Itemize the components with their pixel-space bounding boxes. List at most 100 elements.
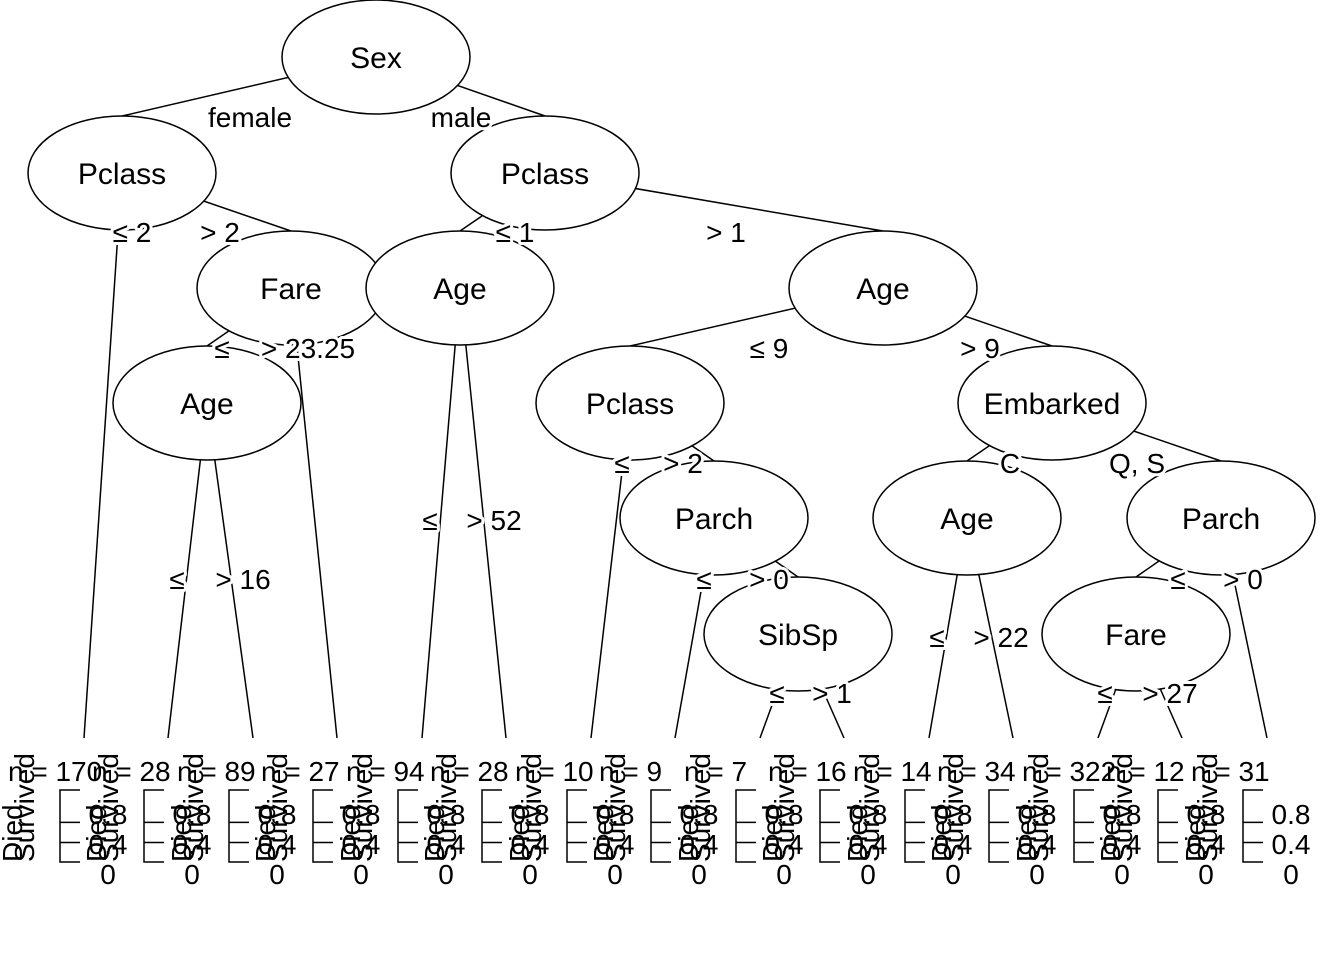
terminal-category-label-died: Died xyxy=(166,804,197,862)
terminal-n-label: n = 170 xyxy=(8,756,102,787)
node-variable-label: Age xyxy=(940,503,993,536)
terminal-category-label-survived: Survived xyxy=(685,753,716,862)
terminal-category-label-survived: Survived xyxy=(938,753,969,862)
terminal-axis-tick: 0.8 xyxy=(342,799,381,830)
node-variable-label: Fare xyxy=(260,273,322,306)
edge-n4-t4 xyxy=(290,287,338,739)
edge-label-n12-n14: ≤ xyxy=(1170,564,1185,595)
terminal-n-label: n = 28 xyxy=(430,756,509,787)
terminal-bar-frame xyxy=(397,789,418,863)
node-variable-label: Age xyxy=(433,273,486,306)
terminal-category-label-survived: Survived xyxy=(769,753,800,862)
terminal-category-label-survived: Survived xyxy=(262,753,293,862)
tree-node-n10: Parch xyxy=(619,460,809,576)
terminal-axis-tick: 0.4 xyxy=(173,829,212,860)
terminal-category-label-died: Died xyxy=(588,804,619,862)
node-ellipse xyxy=(872,460,1062,576)
terminal-axis-tick: 0 xyxy=(776,859,792,890)
edge-label-n2-n4: > 2 xyxy=(200,217,240,248)
tree-node-n9: Embarked xyxy=(957,345,1147,461)
terminal-axis-tick: 0.4 xyxy=(427,829,466,860)
edge-label-n11-t11: ≤ xyxy=(929,622,944,653)
node-variable-label: Parch xyxy=(1182,503,1260,536)
terminal-category-label-died: Died xyxy=(757,804,788,862)
node-ellipse xyxy=(281,0,471,115)
tree-node-n5: Age xyxy=(112,345,302,461)
terminal-category-label-survived: Survived xyxy=(93,753,124,862)
node-variable-label: Pclass xyxy=(586,388,674,421)
edge-n6-t5 xyxy=(421,287,461,739)
edge-label-n7-n9: > 9 xyxy=(960,333,1000,364)
terminal-bar-frame xyxy=(735,789,756,863)
terminal-axis-tick: 0.4 xyxy=(934,829,973,860)
edge-n2-t1 xyxy=(83,172,123,739)
edge-label-n8-t7: ≤ xyxy=(614,448,629,479)
terminal-axis-tick: 0 xyxy=(1114,859,1130,890)
terminal-category-label-died: Died xyxy=(1011,804,1042,862)
edge-label-n9-n12: Q, S xyxy=(1109,448,1165,479)
terminal-axis-tick: 0 xyxy=(1198,859,1214,890)
edge-label-n3-n6: ≤ 1 xyxy=(496,217,535,248)
terminal-bar-frame xyxy=(819,789,840,863)
terminal-axis-tick: 0 xyxy=(860,859,876,890)
edge-label-n8-n10: > 2 xyxy=(663,448,703,479)
terminal-axis-tick: 0 xyxy=(100,859,116,890)
terminal-bar-frame xyxy=(650,789,671,863)
terminal-axis-tick: 0.4 xyxy=(1103,829,1142,860)
terminal-axis-tick: 0.4 xyxy=(765,829,804,860)
tree-node-n4: Fare xyxy=(196,230,386,346)
terminal-axis-tick: 0.4 xyxy=(342,829,381,860)
edge-label-n10-t8: ≤ xyxy=(696,564,711,595)
terminal-category-label-survived: Survived xyxy=(431,753,462,862)
terminal-category-label-survived: Survived xyxy=(1023,753,1054,862)
node-ellipse xyxy=(1126,460,1316,576)
terminal-axis-tick: 0.8 xyxy=(1018,799,1057,830)
node-ellipse xyxy=(27,115,217,231)
terminal-bar-frame xyxy=(904,789,925,863)
terminal-category-label-died: Died xyxy=(504,804,535,862)
terminal-category-label-died: Died xyxy=(335,804,366,862)
edge-label-n6-t6: > 52 xyxy=(466,505,521,536)
terminal-axis-tick: 0.8 xyxy=(173,799,212,830)
tree-node-n14: Fare xyxy=(1041,576,1231,692)
terminal-n-label: n = 10 xyxy=(515,756,594,787)
tree-node-n2: Pclass xyxy=(27,115,217,231)
terminal-bar-frame xyxy=(59,789,80,863)
terminal-axis-tick: 0.4 xyxy=(1018,829,1057,860)
terminal-bar-frame xyxy=(143,789,164,863)
terminal-category-label-survived: Survived xyxy=(9,753,40,862)
edge-label-n14-t14: > 27 xyxy=(1142,678,1197,709)
terminal-category-label-died: Died xyxy=(926,804,957,862)
edge-label-n2-t1: ≤ 2 xyxy=(113,217,152,248)
edge-label-n3-n7: > 1 xyxy=(706,217,746,248)
node-variable-label: Sex xyxy=(350,42,402,75)
terminal-category-label-died: Died xyxy=(419,804,450,862)
terminal-bar-frame xyxy=(1242,789,1263,863)
terminal-axis-tick: 0 xyxy=(184,859,200,890)
node-variable-label: Embarked xyxy=(984,388,1121,421)
node-variable-label: Pclass xyxy=(78,158,166,191)
terminal-n-label: n = 14 xyxy=(853,756,932,787)
node-ellipse xyxy=(1041,576,1231,692)
terminal-bar-frame xyxy=(481,789,502,863)
terminal-axis-tick: 0 xyxy=(522,859,538,890)
terminal-bar-frame xyxy=(1157,789,1178,863)
terminal-category-label-died: Died xyxy=(250,804,281,862)
node-variable-label: Pclass xyxy=(501,158,589,191)
edge-label-n14-t13: ≤ xyxy=(1097,678,1112,709)
tree-node-n6: Age xyxy=(365,230,555,346)
terminal-bar-frame xyxy=(228,789,249,863)
